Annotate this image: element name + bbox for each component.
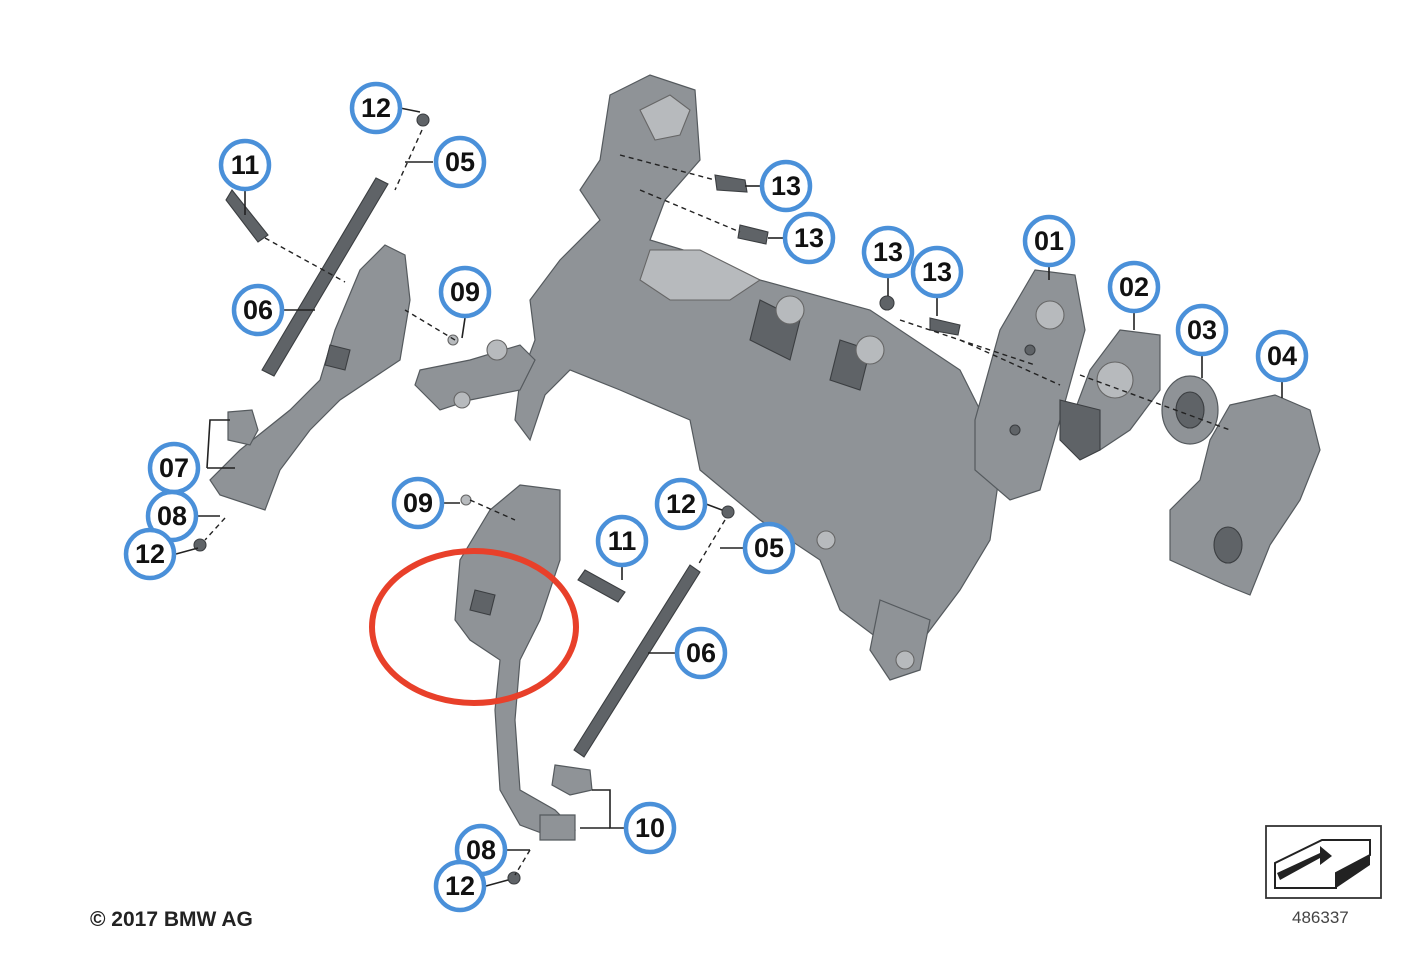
svg-text:13: 13 — [922, 257, 952, 287]
drawing-number: 486337 — [1292, 908, 1349, 927]
callout-13: 13 — [910, 245, 964, 299]
callout-12: 12 — [123, 527, 177, 581]
callout-07: 07 — [147, 441, 201, 495]
callout-09: 09 — [391, 476, 445, 530]
callout-01: 01 — [1022, 214, 1076, 268]
svg-text:04: 04 — [1267, 341, 1297, 371]
callout-06: 06 — [231, 283, 285, 337]
left-pedal-assembly — [209, 177, 411, 511]
pedal-bracket — [414, 74, 1001, 681]
svg-text:12: 12 — [135, 539, 165, 569]
svg-text:13: 13 — [873, 237, 903, 267]
callout-12: 12 — [654, 477, 708, 531]
part-02-sensor — [1059, 329, 1161, 461]
svg-text:12: 12 — [445, 871, 475, 901]
highlight-ellipse — [369, 548, 579, 706]
callout-11: 11 — [218, 138, 272, 192]
callout-11: 11 — [595, 514, 649, 568]
svg-text:02: 02 — [1119, 272, 1149, 302]
callout-04: 04 — [1255, 329, 1309, 383]
callout-05: 05 — [742, 521, 796, 575]
svg-text:03: 03 — [1187, 315, 1217, 345]
svg-text:11: 11 — [608, 526, 637, 556]
svg-text:13: 13 — [771, 171, 801, 201]
lower-pedal-assembly — [454, 484, 701, 841]
callout-12: 12 — [433, 859, 487, 913]
svg-text:06: 06 — [686, 638, 716, 668]
svg-text:09: 09 — [403, 488, 433, 518]
callout-03: 03 — [1175, 303, 1229, 357]
assembly-lines — [204, 129, 1231, 876]
svg-text:08: 08 — [157, 501, 187, 531]
svg-text:06: 06 — [243, 295, 273, 325]
svg-text:10: 10 — [635, 813, 665, 843]
part-03-disc — [1161, 375, 1219, 445]
callout-05: 05 — [433, 135, 487, 189]
svg-text:05: 05 — [754, 533, 784, 563]
svg-text:09: 09 — [450, 277, 480, 307]
svg-text:12: 12 — [361, 93, 391, 123]
svg-text:13: 13 — [794, 223, 824, 253]
callout-10: 10 — [623, 801, 677, 855]
callout-08: 08 — [145, 489, 199, 543]
svg-text:11: 11 — [231, 150, 260, 180]
callout-13: 13 — [782, 211, 836, 265]
svg-text:07: 07 — [159, 453, 189, 483]
callout-12: 12 — [349, 81, 403, 135]
part-04-cover — [1169, 394, 1321, 596]
switch-plate — [974, 269, 1086, 501]
callout-09: 09 — [438, 265, 492, 319]
leader-lines — [175, 107, 1283, 887]
svg-text:05: 05 — [445, 147, 475, 177]
callout-02: 02 — [1107, 260, 1161, 314]
callout-06: 06 — [674, 626, 728, 680]
svg-text:01: 01 — [1034, 226, 1064, 256]
svg-text:12: 12 — [666, 489, 696, 519]
copyright-text: © 2017 BMW AG — [90, 908, 253, 931]
svg-text:08: 08 — [466, 835, 496, 865]
callout-13: 13 — [759, 159, 813, 213]
callout-13: 13 — [861, 225, 915, 279]
view-direction-arrow-icon — [1265, 825, 1382, 899]
